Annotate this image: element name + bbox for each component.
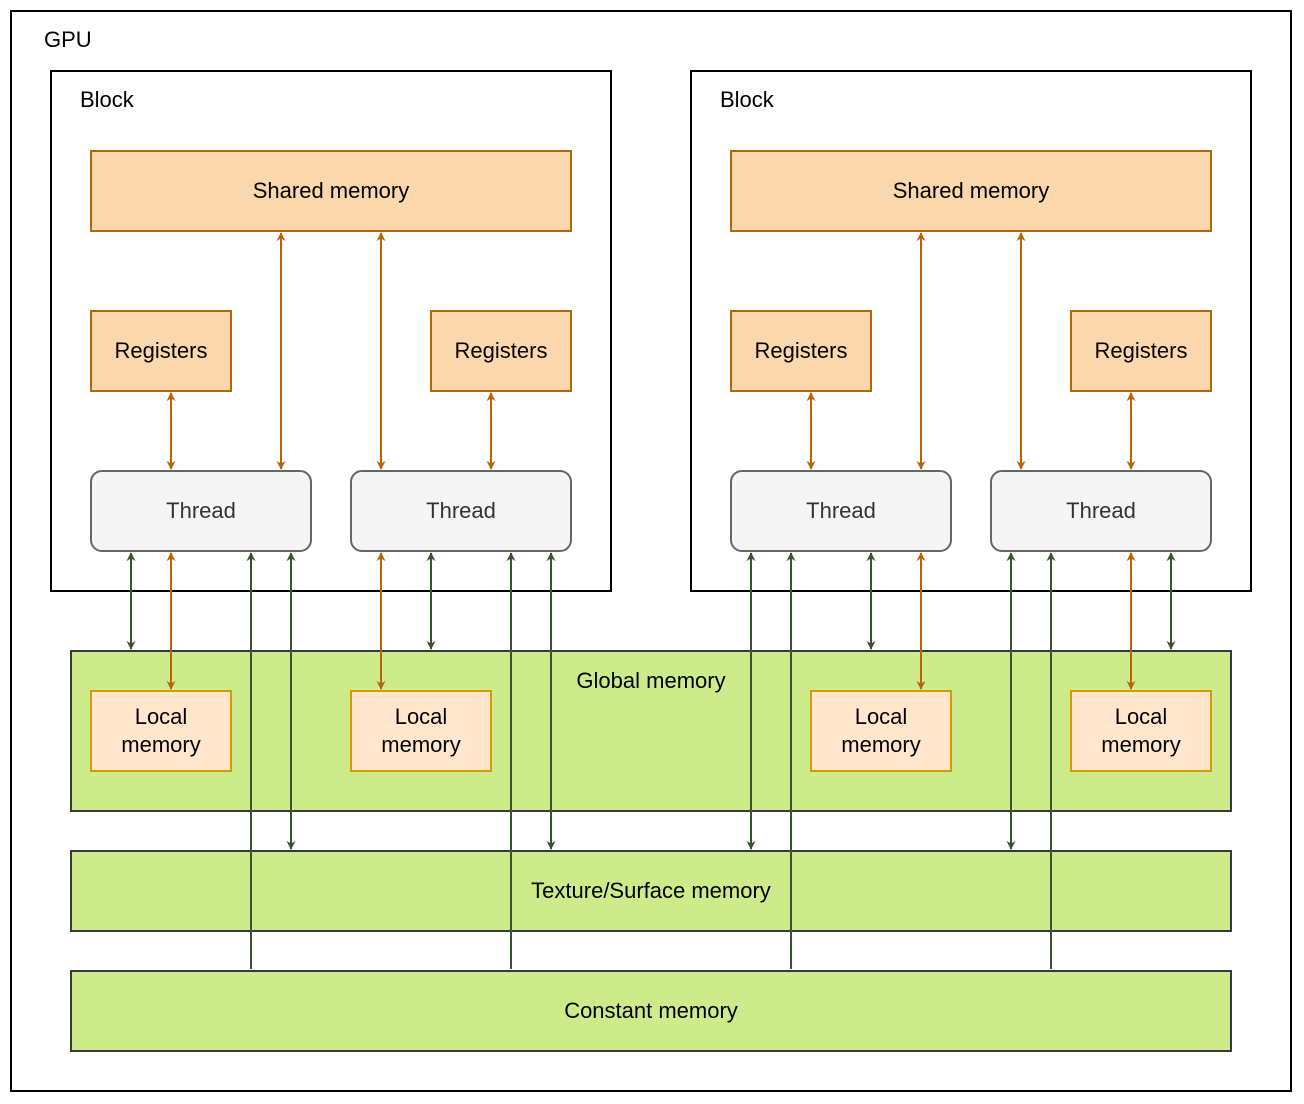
gpu-container xyxy=(10,10,1292,1092)
global-memory: Global memory xyxy=(70,650,1232,812)
constant-memory: Constant memory xyxy=(70,970,1232,1052)
block-1-label: Block xyxy=(80,87,134,112)
local-memory-4: Local memory xyxy=(1070,690,1212,772)
block-2-registers-1: Registers xyxy=(730,310,872,392)
block-1 xyxy=(50,70,612,592)
constant-memory-label: Constant memory xyxy=(564,998,738,1023)
block-1-registers-2: Registers xyxy=(430,310,572,392)
texture-surface-memory: Texture/Surface memory xyxy=(70,850,1232,932)
block-2-thread-1: Thread xyxy=(730,470,952,552)
block-2-thread-2: Thread xyxy=(990,470,1212,552)
block-2-label: Block xyxy=(720,87,774,112)
gpu-label: GPU xyxy=(44,27,92,52)
local-memory-3: Local memory xyxy=(810,690,952,772)
block-1-shared-memory: Shared memory xyxy=(90,150,572,232)
texture-surface-memory-label: Texture/Surface memory xyxy=(531,878,771,903)
global-memory-label: Global memory xyxy=(576,668,726,693)
block-2-registers-2: Registers xyxy=(1070,310,1212,392)
block-1-registers-1: Registers xyxy=(90,310,232,392)
block-1-thread-2: Thread xyxy=(350,470,572,552)
local-memory-2: Local memory xyxy=(350,690,492,772)
block-1-thread-1: Thread xyxy=(90,470,312,552)
local-memory-1: Local memory xyxy=(90,690,232,772)
block-2-shared-memory: Shared memory xyxy=(730,150,1212,232)
block-2 xyxy=(690,70,1252,592)
